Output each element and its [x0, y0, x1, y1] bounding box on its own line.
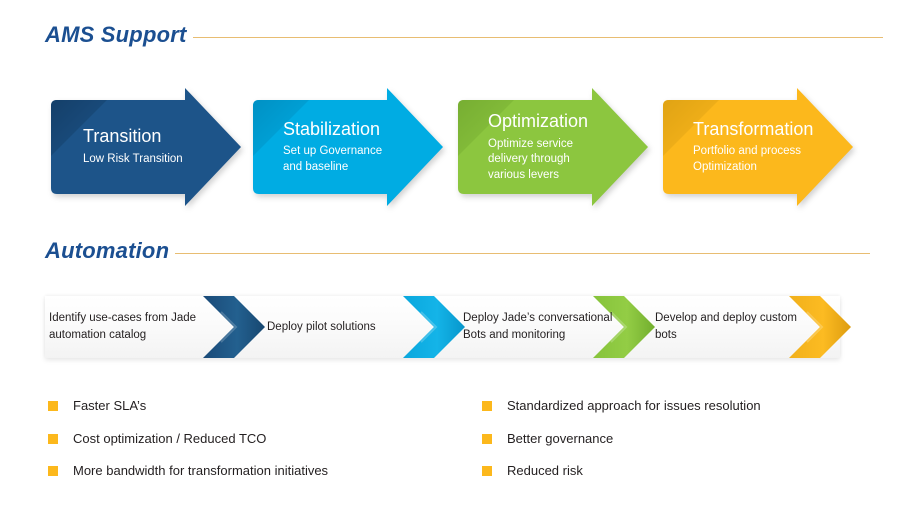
- benefits-list-right: Standardized approach for issues resolut…: [482, 398, 761, 496]
- benefits-list-left: Faster SLA’s Cost optimization / Reduced…: [48, 398, 328, 496]
- automation-heading-rule: [175, 253, 871, 254]
- benefit-item: Faster SLA’s: [48, 398, 328, 414]
- arrow-subtitle-optimization: Optimize service delivery through variou…: [488, 137, 573, 181]
- ams-support-heading-rule: [192, 37, 883, 38]
- automation-step-1[interactable]: Identify use-cases from Jade automation …: [49, 296, 209, 358]
- bullet-square-icon: [48, 401, 58, 411]
- ams-support-arrow-row: Transition Low Risk Transition Stabiliza…: [0, 88, 900, 208]
- arrow-subtitle-transformation: Portfolio and process Optimization: [693, 145, 802, 173]
- benefit-label: Faster SLA’s: [73, 398, 147, 413]
- benefit-label: Standardized approach for issues resolut…: [507, 398, 761, 413]
- bullet-square-icon: [482, 401, 492, 411]
- arrow-shape-transition: [51, 88, 241, 206]
- arrow-text-transformation: Transformation Portfolio and process Opt…: [693, 118, 814, 176]
- automation-heading: Automation: [45, 238, 871, 264]
- arrow-title-optimization: Optimization: [488, 110, 589, 131]
- benefit-label: Better governance: [507, 430, 614, 446]
- bullet-square-icon: [48, 433, 58, 444]
- arrow-title-transformation: Transformation: [693, 118, 814, 139]
- arrow-title-stabilization: Stabilization: [283, 118, 381, 139]
- automation-step-4[interactable]: Develop and deploy custom bots: [655, 296, 815, 358]
- automation-step-4-label: Develop and deploy custom bots: [655, 312, 797, 341]
- benefit-label: More bandwidth for transformation initia…: [73, 463, 329, 479]
- ams-arrow-transformation[interactable]: Transformation Portfolio and process Opt…: [657, 88, 853, 206]
- ams-support-heading-text: AMS Support: [45, 22, 187, 47]
- automation-step-2-label: Deploy pilot solutions: [267, 320, 376, 333]
- arrow-text-optimization: Optimization Optimize service delivery t…: [488, 111, 602, 183]
- arrow-text-transition: Transition Low Risk Transition: [81, 126, 195, 167]
- automation-step-3[interactable]: Deploy Jade’s conversational Bots and mo…: [463, 296, 623, 358]
- automation-heading-text: Automation: [45, 238, 170, 263]
- benefit-item: Standardized approach for issues resolut…: [482, 398, 761, 414]
- benefit-item: More bandwidth for transformation initia…: [48, 463, 328, 479]
- bullet-square-icon: [482, 466, 492, 477]
- bullet-square-icon: [48, 466, 58, 477]
- automation-step-band: Identify use-cases from Jade automation …: [45, 296, 851, 358]
- automation-chevron-3: [593, 296, 655, 358]
- automation-step-1-label: Identify use-cases from Jade automation …: [49, 312, 197, 341]
- arrow-text-stabilization: Stabilization Set up Governance and base…: [283, 119, 397, 176]
- arrow-shape-transformation: [663, 88, 853, 206]
- arrow-shape-optimization: [458, 88, 648, 206]
- ams-arrow-optimization[interactable]: Optimization Optimize service delivery t…: [452, 88, 648, 206]
- bullet-square-icon: [482, 433, 492, 444]
- automation-step-3-label: Deploy Jade’s conversational Bots and mo…: [463, 312, 613, 341]
- arrow-subtitle-transition: Low Risk Transition: [83, 153, 183, 166]
- benefit-item: Cost optimization / Reduced TCO: [48, 431, 328, 447]
- benefit-label: Cost optimization / Reduced TCO: [73, 430, 267, 446]
- arrow-shape-stabilization: [253, 88, 443, 206]
- ams-arrow-transition[interactable]: Transition Low Risk Transition: [45, 88, 241, 206]
- benefit-label: Reduced risk: [507, 463, 583, 479]
- automation-step-2[interactable]: Deploy pilot solutions: [267, 296, 417, 358]
- arrow-title-transition: Transition: [83, 126, 162, 147]
- ams-support-heading: AMS Support: [45, 22, 883, 48]
- benefit-item: Better governance: [482, 431, 761, 447]
- benefit-item: Reduced risk: [482, 463, 761, 479]
- automation-chevron-2: [403, 296, 465, 358]
- ams-arrow-stabilization[interactable]: Stabilization Set up Governance and base…: [247, 88, 443, 206]
- automation-chevron-4: [789, 296, 851, 358]
- arrow-subtitle-stabilization: Set up Governance and baseline: [283, 145, 383, 173]
- automation-chevron-1: [203, 296, 265, 358]
